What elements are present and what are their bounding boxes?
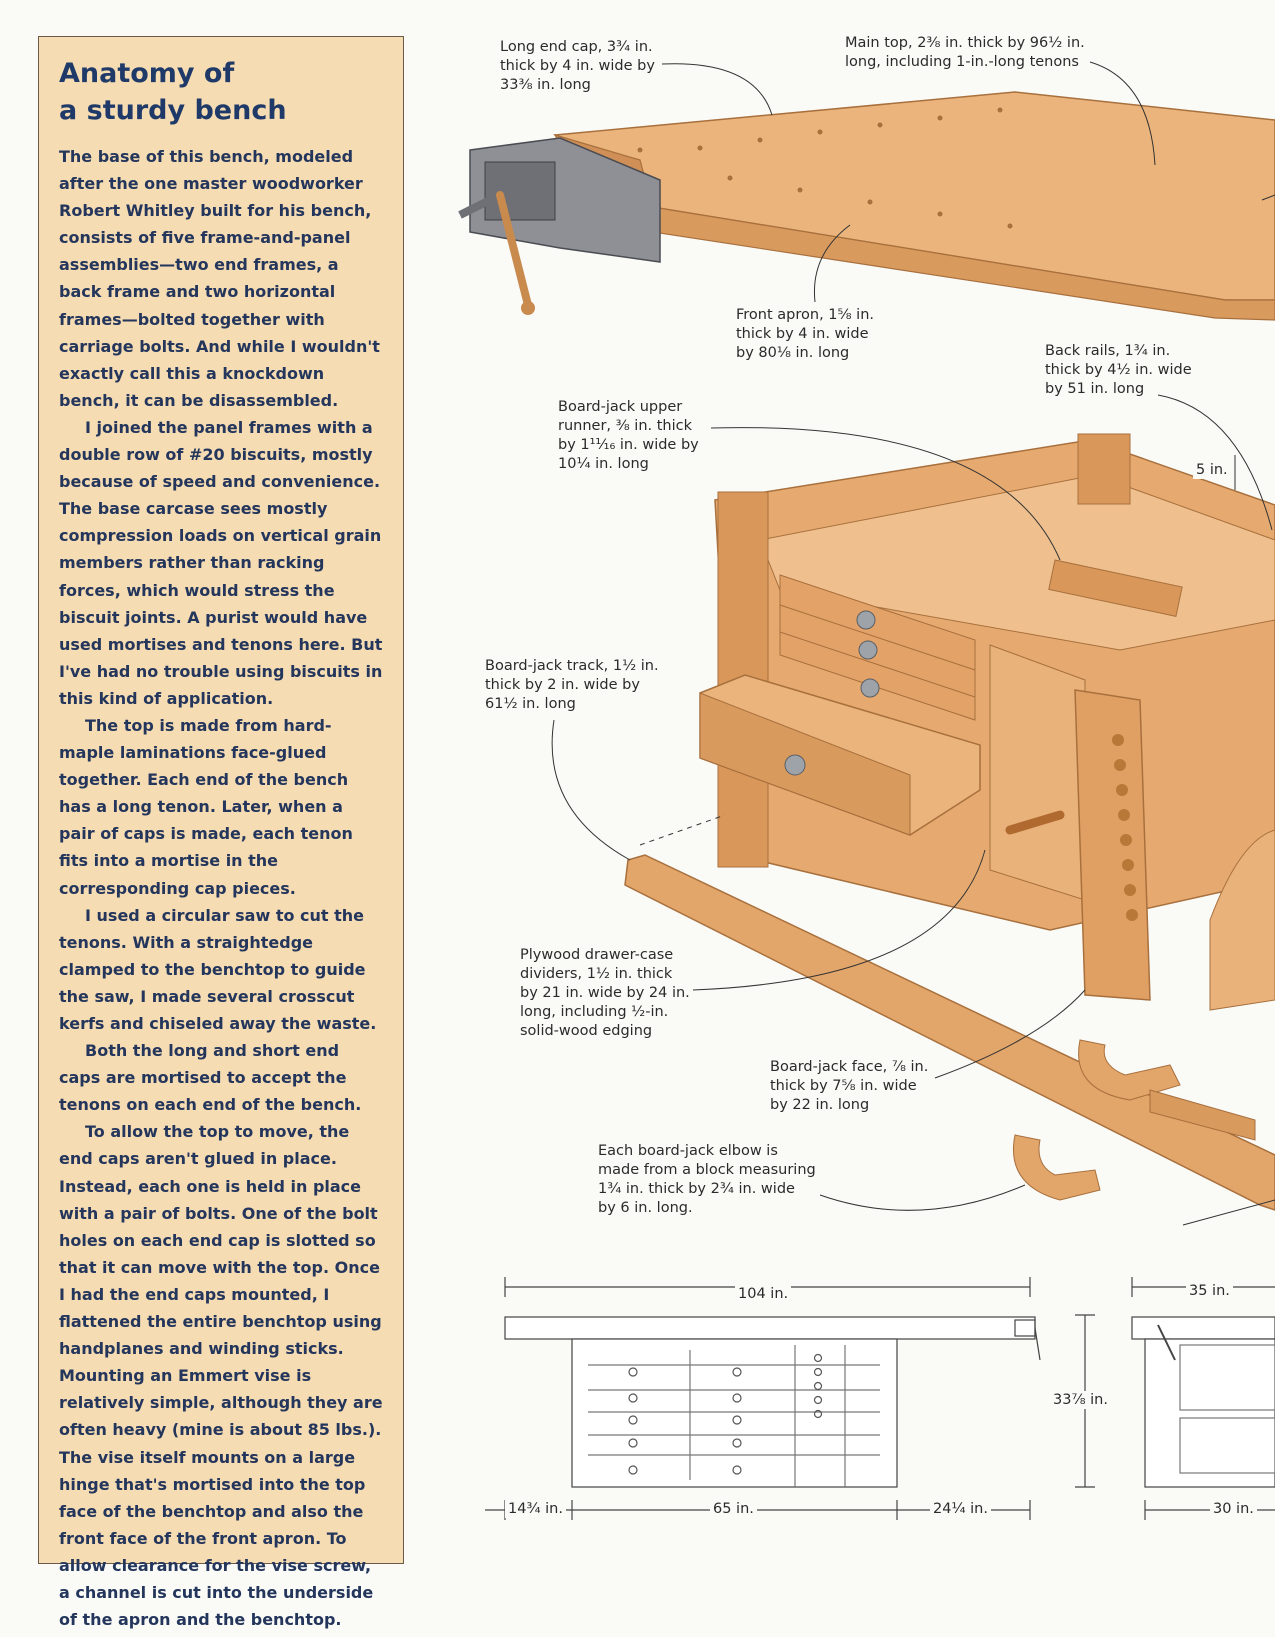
title-line-1: Anatomy of: [59, 58, 235, 89]
callout-long-end-cap: Long end cap, 3¾ in. thick by 4 in. wide…: [500, 39, 655, 93]
dim-base-length: 65 in.: [710, 1500, 757, 1518]
dim-overall-length: 104 in.: [735, 1285, 792, 1303]
board-jack-track: [624, 854, 1275, 1211]
front-elevation: [485, 1277, 1095, 1520]
article-title: Anatomy of a sturdy bench: [59, 55, 383, 129]
article-sidebar: Anatomy of a sturdy bench The base of th…: [38, 36, 404, 1629]
paragraph-6: To allow the top to move, the end caps a…: [59, 1122, 383, 1630]
dim-height: 33⅞ in.: [1050, 1391, 1111, 1409]
paragraph-5: Both the long and short end caps are mor…: [59, 1041, 362, 1115]
callout-main-top: Main top, 2⅜ in. thick by 96½ in. long, …: [845, 35, 1085, 70]
callout-front-apron: Front apron, 1⅝ in. thick by 4 in. wide …: [736, 307, 875, 361]
board-jack-face: [1074, 689, 1151, 1001]
title-line-2: a sturdy bench: [59, 95, 287, 126]
dim-back-height: 5 in.: [1193, 461, 1231, 479]
base-carcase: [699, 433, 1275, 1011]
end-elevation: [1131, 1277, 1275, 1520]
callout-elbow: Each board-jack elbow is made from a blo…: [598, 1143, 816, 1216]
callout-dividers: Plywood drawer-case dividers, 1½ in. thi…: [520, 947, 690, 1039]
dim-base-depth: 30 in.: [1210, 1500, 1257, 1518]
callout-upper-runner: Board-jack upper runner, ⅜ in. thick by …: [558, 399, 699, 472]
callout-track: Board-jack track, 1½ in. thick by 2 in. …: [485, 658, 659, 712]
paragraph-4: I used a circular saw to cut the tenons.…: [59, 905, 377, 1033]
dim-top-depth: 35 in.: [1186, 1282, 1233, 1300]
dim-left-overhang: 14¾ in.: [505, 1500, 566, 1518]
paragraph-3: The top is made from hard-maple laminati…: [59, 715, 353, 898]
callout-back-rails: Back rails, 1¾ in. thick by 4½ in. wide …: [1045, 343, 1192, 397]
emmert-vise: [458, 137, 661, 315]
dim-right-overhang: 24¼ in.: [930, 1500, 991, 1518]
paragraph-2: I joined the panel frames with a double …: [59, 417, 383, 708]
callout-face: Board-jack face, ⅞ in. thick by 7⅝ in. w…: [770, 1059, 929, 1113]
paragraph-1: The base of this bench, modeled after th…: [59, 147, 380, 410]
